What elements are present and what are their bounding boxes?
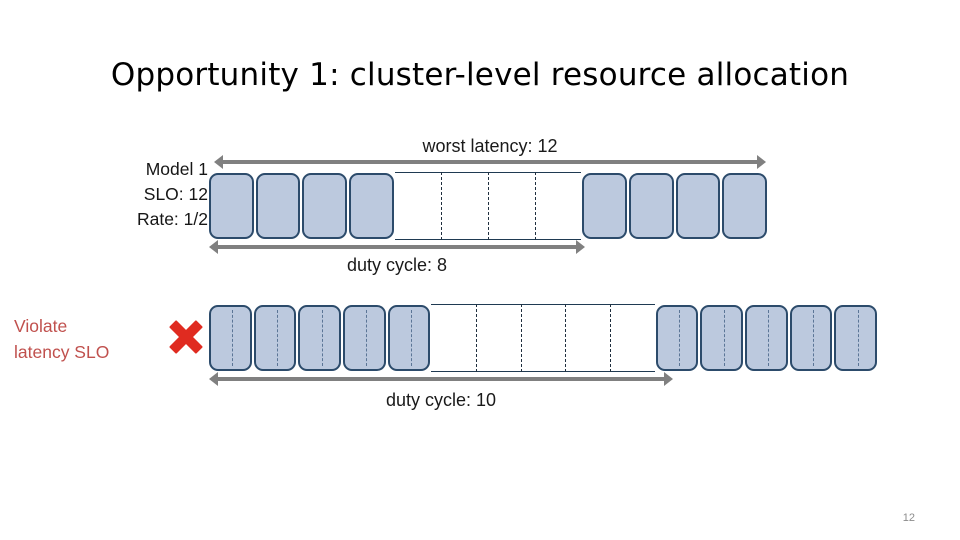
empty-slot	[395, 172, 442, 240]
row-1-label-line-2: SLO: 12	[143, 184, 208, 204]
empty-slot	[610, 304, 655, 372]
request-cell-leading	[253, 305, 297, 371]
cell-subdivision-line	[812, 310, 814, 366]
request-cell-trailing	[700, 305, 743, 371]
row-2-timeline	[208, 304, 878, 372]
arrow-head-right-icon	[757, 155, 766, 169]
arrow-head-left-icon	[209, 240, 218, 254]
cell-subdivision-line	[366, 310, 368, 366]
request-cell-trailing	[834, 305, 877, 371]
request-cell-leading	[209, 305, 252, 371]
arrow-shaft	[216, 377, 666, 381]
request-cell-trailing	[722, 173, 767, 239]
row-2-label-line-1: Violate	[14, 316, 68, 336]
arrow-head-left-icon	[214, 155, 223, 169]
row-1-duty-cycle-arrow	[209, 240, 585, 254]
request-cell-trailing	[789, 305, 833, 371]
request-cell-leading	[343, 305, 386, 371]
empty-slot	[565, 304, 610, 372]
arrow-head-left-icon	[209, 372, 218, 386]
cell-subdivision-line	[857, 310, 859, 366]
request-cell-trailing	[582, 173, 627, 239]
request-cell-trailing	[629, 173, 674, 239]
empty-track	[394, 172, 582, 240]
row-1-label-line-3: Rate: 1/2	[136, 209, 208, 229]
row-1-label: Model 1 SLO: 12 Rate: 1/2	[96, 157, 208, 232]
row-1-worst-latency-arrow	[214, 155, 766, 169]
cell-subdivision-line	[768, 310, 770, 366]
arrow-shaft	[216, 245, 578, 249]
request-cell-leading	[387, 305, 431, 371]
request-cell-leading	[349, 173, 394, 239]
request-cell-leading	[298, 305, 341, 371]
page-number: 12	[902, 512, 915, 524]
row-2-label: Violate latency SLO	[14, 313, 156, 365]
request-cell-leading	[255, 173, 301, 239]
empty-slot	[441, 172, 488, 240]
cell-subdivision-line	[321, 310, 323, 366]
arrow-head-right-icon	[576, 240, 585, 254]
row-2-duty-cycle-caption: duty cycle: 10	[385, 390, 497, 410]
empty-slot	[431, 304, 476, 372]
empty-slot	[520, 304, 566, 372]
cell-subdivision-line	[678, 310, 680, 366]
row-1-duty-cycle-caption: duty cycle: 8	[346, 255, 448, 275]
x-mark-icon	[165, 316, 207, 358]
empty-slot	[488, 172, 535, 240]
empty-slot	[476, 304, 521, 372]
page-title: Opportunity 1: cluster-level resource al…	[110, 57, 850, 93]
request-cell-trailing	[675, 173, 721, 239]
cell-subdivision-line	[723, 310, 725, 366]
row-1-label-line-1: Model 1	[145, 159, 208, 179]
request-cell-leading	[302, 173, 347, 239]
request-cell-leading	[209, 173, 254, 239]
empty-slot	[534, 172, 582, 240]
cell-subdivision-line	[276, 310, 278, 366]
arrow-head-right-icon	[664, 372, 673, 386]
cell-subdivision-line	[232, 310, 234, 366]
arrow-shaft	[221, 160, 759, 164]
row-1-timeline	[208, 172, 768, 240]
row-2-label-line-2: latency SLO	[14, 342, 110, 362]
empty-track	[431, 304, 655, 372]
row-2-duty-cycle-arrow	[209, 372, 673, 386]
row-1-worst-latency-caption: worst latency: 12	[422, 136, 558, 156]
request-cell-trailing	[655, 305, 699, 371]
cell-subdivision-line	[410, 310, 412, 366]
request-cell-trailing	[745, 305, 788, 371]
